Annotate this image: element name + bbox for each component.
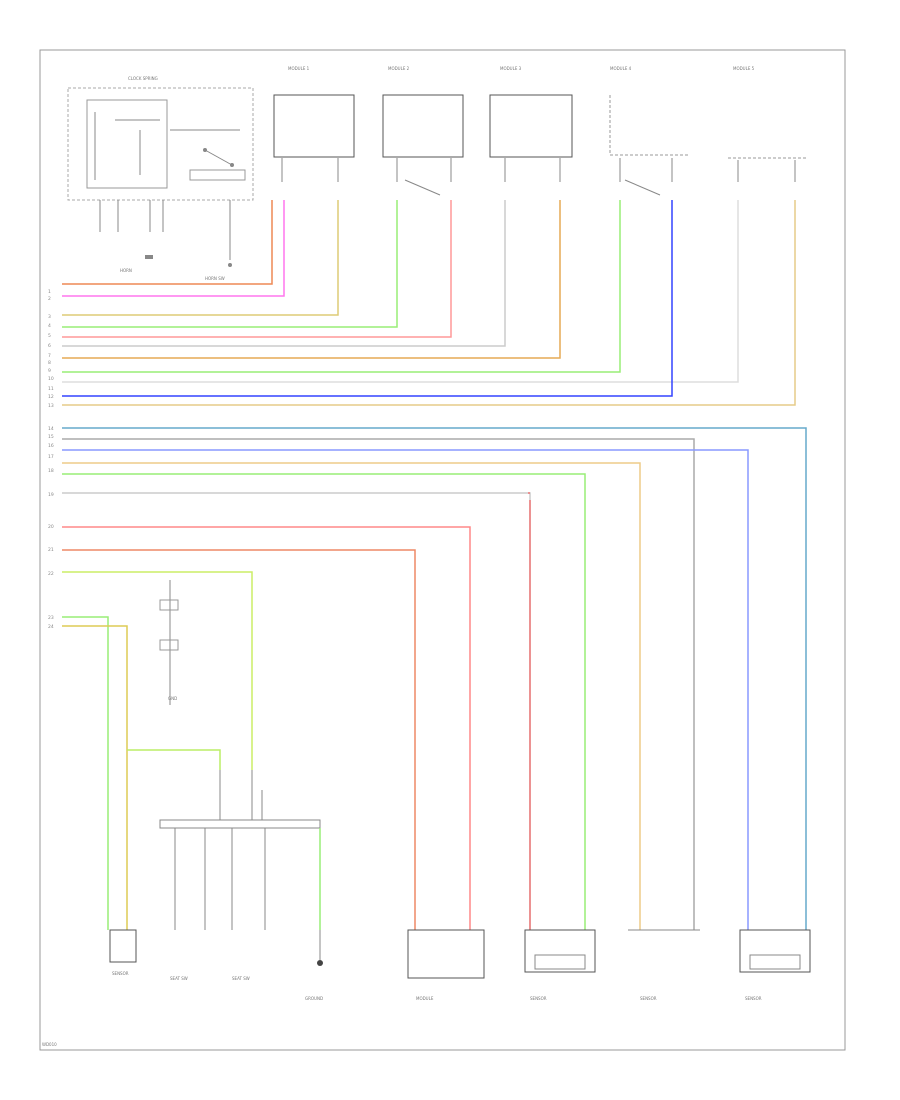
wire-yellowgreen-1	[62, 571, 253, 770]
svg-text:MODULE 3: MODULE 3	[500, 66, 522, 71]
module-4: MODULE 4	[609, 66, 690, 196]
svg-text:GND: GND	[168, 696, 177, 701]
wire-green-3	[62, 473, 586, 930]
svg-text:5: 5	[48, 333, 51, 339]
svg-text:MODULE 2: MODULE 2	[388, 66, 410, 71]
wire-lime-1	[127, 749, 221, 770]
svg-text:SENSOR: SENSOR	[745, 996, 762, 1001]
wire-harness-upper	[62, 200, 796, 406]
wire-lightgray-1	[62, 200, 739, 383]
wire-green-4	[62, 616, 109, 930]
wire-orange-2	[62, 200, 561, 359]
svg-text:MODULE 1: MODULE 1	[288, 66, 310, 71]
connector-pin-labels: 1 2 3 4 5 6 7 8 9 10 11 12 13 14 15 16 1…	[48, 289, 54, 630]
svg-text:SENSOR: SENSOR	[530, 996, 547, 1001]
svg-text:19: 19	[48, 492, 54, 498]
module-3: MODULE 3	[489, 66, 573, 182]
svg-text:15: 15	[48, 434, 54, 440]
svg-text:SEAT SW: SEAT SW	[232, 976, 250, 981]
svg-text:3: 3	[48, 314, 51, 320]
svg-text:17: 17	[48, 454, 54, 460]
svg-text:SENSOR: SENSOR	[640, 996, 657, 1001]
svg-text:MODULE 4: MODULE 4	[610, 66, 632, 71]
wire-tan-3	[62, 462, 641, 930]
wire-green-2	[62, 200, 621, 373]
svg-text:6: 6	[48, 343, 51, 349]
wire-salmon-1	[62, 549, 416, 930]
svg-text:4: 4	[48, 323, 51, 329]
wire-green-1	[62, 200, 398, 328]
module-5: MODULE 5	[728, 66, 808, 182]
svg-text:1: 1	[48, 289, 51, 295]
svg-text:10: 10	[48, 376, 54, 382]
wire-harness-middle	[62, 427, 807, 930]
footer-code: WD010	[42, 1042, 57, 1047]
svg-text:20: 20	[48, 524, 54, 530]
svg-text:13: 13	[48, 403, 54, 409]
svg-text:11: 11	[48, 386, 54, 392]
wire-blue-1	[62, 200, 673, 397]
svg-text:14: 14	[48, 426, 54, 432]
svg-text:CLOCK SPRING: CLOCK SPRING	[128, 76, 158, 81]
svg-text:GROUND: GROUND	[305, 996, 323, 1001]
svg-text:2: 2	[48, 296, 51, 302]
wire-gray-2	[62, 438, 695, 930]
diagram-border	[39, 49, 846, 1051]
wire-orange-1	[62, 200, 273, 285]
svg-text:9: 9	[48, 368, 51, 374]
svg-text:23: 23	[48, 615, 54, 621]
svg-text:MODULE 5: MODULE 5	[733, 66, 755, 71]
svg-text:22: 22	[48, 571, 54, 577]
lower-modules: MODULE SENSOR SENSOR SENSOR	[407, 929, 811, 1001]
svg-text:8: 8	[48, 360, 51, 366]
clock-spring-assembly: CLOCK SPRING HORN HORN SW	[67, 76, 254, 281]
module-1: MODULE 1	[273, 66, 355, 182]
svg-text:7: 7	[48, 353, 51, 359]
svg-text:18: 18	[48, 468, 54, 474]
svg-text:HORN: HORN	[120, 268, 132, 273]
wire-lightred-1	[62, 200, 452, 338]
wire-steelblue-1	[62, 427, 807, 930]
svg-text:24: 24	[48, 624, 54, 630]
wire-gray-1	[62, 200, 506, 347]
svg-text:SEAT SW: SEAT SW	[170, 976, 188, 981]
wire-lightgray-2	[62, 492, 531, 930]
module-2: MODULE 2	[382, 66, 464, 196]
wire-tan-2	[62, 200, 796, 406]
svg-text:12: 12	[48, 394, 54, 400]
svg-text:SENSOR: SENSOR	[112, 971, 129, 976]
svg-text:21: 21	[48, 547, 54, 553]
wire-red-1	[62, 526, 471, 930]
lower-left-circuit: GND SENSOR SEAT SW SEAT SW GROUND	[62, 571, 323, 1001]
wire-pink-1	[62, 200, 285, 297]
svg-text:HORN SW: HORN SW	[205, 276, 225, 281]
wire-yellow-1	[62, 625, 128, 930]
wire-tan-1	[62, 200, 339, 316]
wire-lightblue-1	[62, 449, 749, 930]
svg-text:16: 16	[48, 443, 54, 449]
svg-text:MODULE: MODULE	[416, 996, 434, 1001]
